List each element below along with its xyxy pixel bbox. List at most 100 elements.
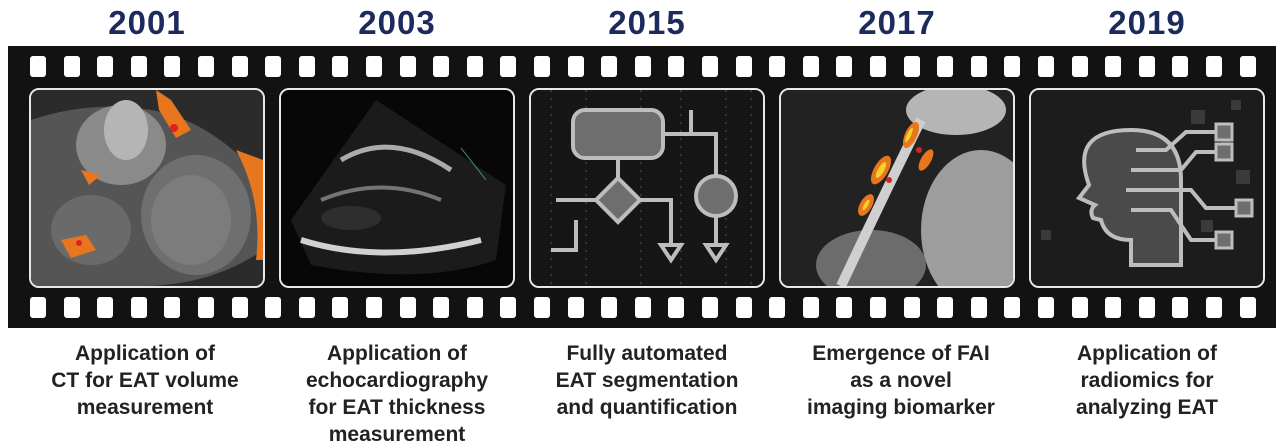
sprocket-hole-top [568, 56, 584, 77]
caption-2017: Emergence of FAI as a novel imaging biom… [776, 340, 1026, 421]
sprocket-hole-bottom [769, 297, 785, 318]
sprocket-hole-bottom [232, 297, 248, 318]
sprocket-hole-top [30, 56, 46, 77]
caption-line: and quantification [522, 394, 772, 421]
caption-line: Application of [20, 340, 270, 367]
sprocket-hole-bottom [1038, 297, 1054, 318]
frame-fai [779, 88, 1015, 288]
sprocket-hole-top [332, 56, 348, 77]
frame-echo [279, 88, 515, 288]
sprocket-hole-top [601, 56, 617, 77]
sprocket-hole-top [836, 56, 852, 77]
sprocket-hole-top [1172, 56, 1188, 77]
frame-radiomics [1029, 88, 1265, 288]
caption-line: measurement [20, 394, 270, 421]
flowchart-icon [531, 90, 763, 286]
sprocket-hole-top [534, 56, 550, 77]
caption-line: Application of [1022, 340, 1272, 367]
caption-line: measurement [272, 421, 522, 448]
caption-line: echocardiography [272, 367, 522, 394]
sprocket-hole-top [937, 56, 953, 77]
sprocket-hole-top [1139, 56, 1155, 77]
frame-flowchart [529, 88, 765, 288]
caption-line: Application of [272, 340, 522, 367]
sprocket-hole-top [64, 56, 80, 77]
sprocket-hole-bottom [467, 297, 483, 318]
sprocket-hole-top [1072, 56, 1088, 77]
sprocket-hole-bottom [736, 297, 752, 318]
caption-2019: Application of radiomics for analyzing E… [1022, 340, 1272, 421]
sprocket-hole-bottom [1072, 297, 1088, 318]
sprocket-hole-top [467, 56, 483, 77]
sprocket-hole-top [265, 56, 281, 77]
sprocket-hole-top [635, 56, 651, 77]
sprocket-hole-bottom [568, 297, 584, 318]
sprocket-hole-bottom [30, 297, 46, 318]
caption-line: EAT segmentation [522, 367, 772, 394]
caption-2001: Application of CT for EAT volume measure… [20, 340, 270, 421]
sprocket-hole-top [198, 56, 214, 77]
sprocket-hole-bottom [870, 297, 886, 318]
sprocket-hole-bottom [803, 297, 819, 318]
radiomics-head-icon [1031, 90, 1263, 286]
sprocket-hole-top [668, 56, 684, 77]
sprocket-hole-bottom [131, 297, 147, 318]
sprocket-hole-top [1038, 56, 1054, 77]
sprocket-hole-bottom [702, 297, 718, 318]
sprocket-hole-bottom [97, 297, 113, 318]
ct-scan-image [31, 90, 263, 286]
sprocket-hole-top [164, 56, 180, 77]
sprocket-hole-top [131, 56, 147, 77]
sprocket-hole-top [1105, 56, 1121, 77]
caption-line: for EAT thickness [272, 394, 522, 421]
sprocket-hole-bottom [1240, 297, 1256, 318]
sprocket-hole-bottom [1105, 297, 1121, 318]
year-2015: 2015 [522, 4, 772, 42]
sprocket-hole-top [97, 56, 113, 77]
sprocket-hole-bottom [1139, 297, 1155, 318]
sprocket-hole-top [1240, 56, 1256, 77]
sprocket-hole-top [366, 56, 382, 77]
sprocket-hole-bottom [265, 297, 281, 318]
sprocket-hole-bottom [836, 297, 852, 318]
year-2001: 2001 [22, 4, 272, 42]
sprocket-hole-bottom [400, 297, 416, 318]
fai-heatmap-image [781, 90, 1013, 286]
caption-line: CT for EAT volume [20, 367, 270, 394]
year-2019: 2019 [1022, 4, 1272, 42]
year-2003: 2003 [272, 4, 522, 42]
sprocket-hole-top [971, 56, 987, 77]
sprocket-hole-top [904, 56, 920, 77]
caption-2015: Fully automated EAT segmentation and qua… [522, 340, 772, 421]
caption-line: radiomics for [1022, 367, 1272, 394]
sprocket-hole-top [500, 56, 516, 77]
sprocket-hole-bottom [1206, 297, 1222, 318]
sprocket-hole-top [1004, 56, 1020, 77]
caption-line: Emergence of FAI [776, 340, 1026, 367]
caption-2003: Application of echocardiography for EAT … [272, 340, 522, 448]
sprocket-hole-bottom [668, 297, 684, 318]
sprocket-hole-bottom [500, 297, 516, 318]
echocardiography-image [281, 90, 513, 286]
frame-ct [29, 88, 265, 288]
sprocket-hole-top [299, 56, 315, 77]
sprocket-hole-top [1206, 56, 1222, 77]
sprocket-hole-top [232, 56, 248, 77]
sprocket-hole-bottom [1004, 297, 1020, 318]
sprocket-hole-top [870, 56, 886, 77]
caption-line: imaging biomarker [776, 394, 1026, 421]
caption-line: analyzing EAT [1022, 394, 1272, 421]
sprocket-hole-top [769, 56, 785, 77]
sprocket-hole-top [702, 56, 718, 77]
sprocket-hole-bottom [635, 297, 651, 318]
sprocket-hole-bottom [198, 297, 214, 318]
sprocket-hole-top [433, 56, 449, 77]
sprocket-hole-top [400, 56, 416, 77]
year-2017: 2017 [772, 4, 1022, 42]
sprocket-hole-bottom [534, 297, 550, 318]
sprocket-hole-bottom [299, 297, 315, 318]
sprocket-hole-top [736, 56, 752, 77]
sprocket-hole-bottom [164, 297, 180, 318]
sprocket-hole-bottom [1172, 297, 1188, 318]
sprocket-hole-bottom [64, 297, 80, 318]
